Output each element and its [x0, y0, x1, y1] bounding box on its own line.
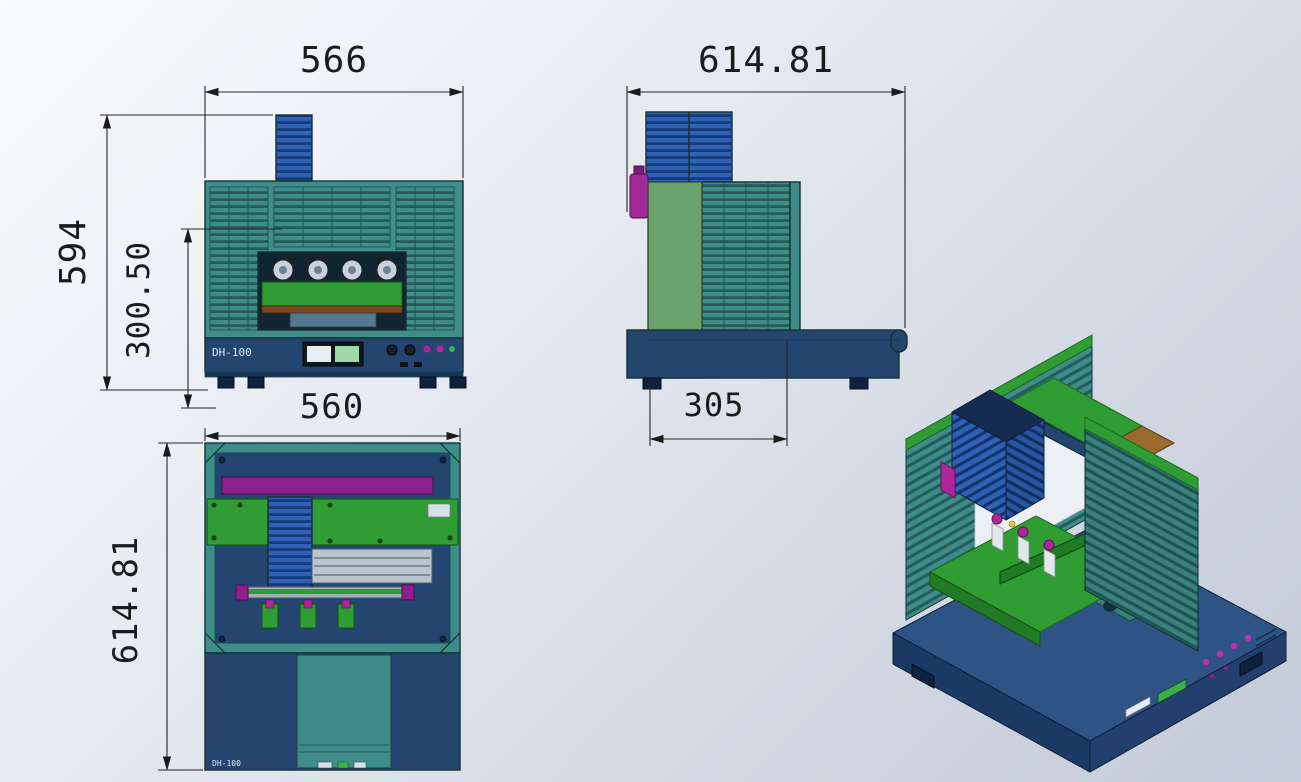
front-knob-2	[404, 344, 416, 356]
front-switch-1	[400, 362, 408, 367]
front-led-3	[449, 346, 455, 352]
front-base-strip	[204, 371, 464, 378]
dim-top-width: 560	[204, 387, 461, 441]
iso-tower-right-face	[1005, 419, 1045, 521]
iso-foot-right	[1239, 651, 1263, 677]
iso-base-vents	[1255, 628, 1277, 647]
front-display-right	[335, 346, 359, 362]
front-hopper-vent	[275, 114, 313, 182]
iso-clamps	[991, 513, 1056, 578]
front-feet	[217, 376, 467, 389]
top-purple-bar	[221, 476, 434, 495]
side-frame-edge	[789, 181, 801, 339]
dim-front-width: 566	[204, 40, 464, 178]
front-board-rail	[261, 305, 403, 314]
iso-base-right-face	[1089, 631, 1287, 773]
front-carriage-block	[289, 312, 377, 328]
dim-side-body-depth: 305	[649, 342, 788, 446]
top-view: DH-100	[204, 442, 461, 771]
dim-top-depth-text: 614.81	[106, 536, 146, 665]
dim-side-body-depth-text: 305	[684, 386, 745, 424]
iso-foot-left	[911, 663, 935, 689]
top-rail-lines	[314, 557, 430, 576]
dim-side-depth-text: 614.81	[698, 40, 834, 81]
dim-front-inner-height: 300.50	[121, 228, 282, 409]
top-model-label: DH-100	[212, 759, 241, 768]
dim-front-height-text: 594	[53, 218, 94, 286]
top-clamp-blocks	[261, 599, 355, 629]
side-feet	[642, 377, 869, 390]
dim-top-depth: 614.81	[106, 442, 203, 771]
top-table-belt	[296, 654, 392, 769]
front-work-board	[261, 281, 403, 307]
iso-deck-front-edge	[929, 571, 1041, 647]
top-green-board	[206, 498, 459, 546]
dim-front-inner-height-text: 300.50	[121, 241, 157, 359]
front-led-2	[436, 345, 444, 353]
dim-side-depth: 614.81	[626, 40, 906, 328]
side-motor-cap	[633, 165, 645, 175]
side-motor	[629, 173, 649, 219]
side-base	[626, 329, 900, 379]
iso-right-panel-green-edge	[1084, 416, 1199, 491]
front-led-1	[423, 345, 431, 353]
front-control-panel: DH-100	[204, 337, 464, 373]
top-corner-screws	[218, 456, 447, 643]
top-corner-chamfers	[204, 442, 461, 654]
top-board-plate	[427, 503, 451, 518]
front-switch-2	[414, 362, 422, 367]
front-display-left	[307, 346, 331, 362]
top-hopper-vent	[267, 496, 313, 588]
iso-base-buttons	[1202, 634, 1252, 679]
front-knob-1	[386, 344, 398, 356]
top-rail-end-right	[401, 584, 415, 601]
iso-base-display	[1157, 678, 1187, 704]
dim-front-width-text: 566	[300, 40, 368, 81]
front-model-label: DH-100	[212, 346, 252, 359]
side-view	[626, 111, 908, 390]
top-edge-fittings	[317, 761, 367, 769]
front-louver-panels	[209, 186, 455, 331]
side-base-lip	[890, 329, 908, 353]
iso-base-tag	[1125, 696, 1151, 718]
isometric-view	[892, 334, 1287, 773]
front-rollers	[272, 259, 398, 281]
top-rail-end-left	[235, 584, 249, 601]
top-cross-rail-green	[243, 589, 405, 594]
dim-front-height: 594	[53, 114, 273, 391]
iso-tower-motor	[940, 461, 956, 499]
front-view: DH-100	[204, 114, 467, 389]
dim-top-width-text: 560	[300, 387, 364, 427]
